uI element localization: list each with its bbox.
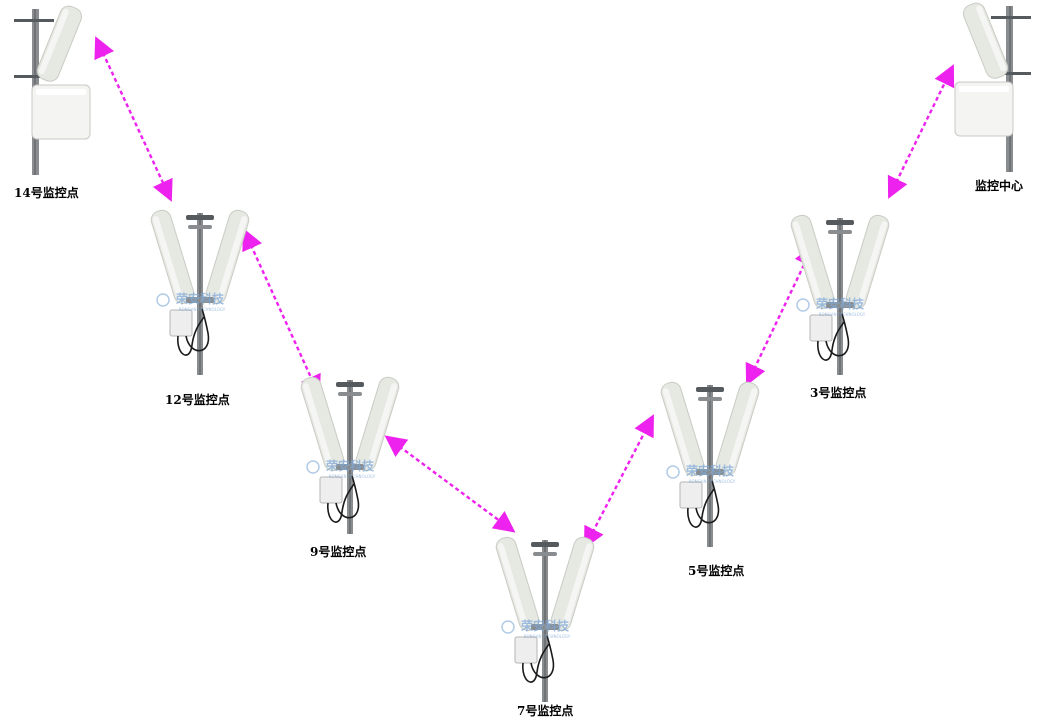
cable	[687, 488, 715, 528]
cable	[185, 308, 210, 352]
device-box	[514, 636, 538, 664]
watermark-sub: RONGAN TECHNOLOGY	[819, 312, 866, 317]
cable	[825, 313, 850, 357]
watermark-logo: 荣安科技	[520, 618, 570, 633]
watermark-logo: 荣安科技	[325, 458, 375, 473]
antenna-left	[150, 209, 195, 305]
antenna-right	[715, 381, 760, 477]
watermark-sub: RONGAN TECHNOLOGY	[329, 474, 376, 479]
panel-box	[954, 81, 1014, 137]
node-label-n7: 7号监控点	[517, 704, 574, 718]
node-graphic	[14, 5, 91, 175]
node-label-n3: 3号监控点	[810, 386, 867, 400]
watermark-icon	[156, 293, 170, 307]
antenna	[962, 2, 1009, 79]
watermark-icon	[306, 460, 320, 474]
device-box	[169, 309, 193, 337]
cable	[530, 635, 555, 679]
antenna-right	[550, 536, 595, 632]
antenna-left	[300, 376, 345, 472]
node-label-center: 监控中心	[975, 179, 1024, 193]
watermark-logo: 荣安科技	[685, 463, 735, 478]
watermark-icon	[666, 465, 680, 479]
antenna-right	[845, 214, 890, 310]
cable	[695, 480, 720, 524]
watermark-logo: 荣安科技	[815, 296, 865, 311]
antenna-left	[660, 381, 705, 477]
watermark-sub: RONGAN TECHNOLOGY	[179, 307, 226, 312]
watermark-icon	[501, 620, 515, 634]
link-n7-n5	[584, 414, 654, 549]
antenna-right	[355, 376, 400, 472]
node-n14	[10, 5, 100, 175]
link-n5-n3	[745, 244, 815, 386]
watermark-sub: RONGAN TECHNOLOGY	[689, 479, 736, 484]
node-label-n12: 12号监控点	[165, 393, 230, 407]
antenna-left	[790, 214, 835, 310]
node-center	[945, 2, 1035, 172]
device-box	[319, 476, 343, 504]
link-n14-n12	[94, 36, 173, 202]
node-label-n14: 14号监控点	[14, 186, 79, 200]
cable	[817, 321, 845, 361]
node-label-n9: 9号监控点	[310, 545, 367, 559]
link-n3-center	[887, 64, 955, 199]
watermark-sub: RONGAN TECHNOLOGY	[524, 634, 571, 639]
antenna-right	[205, 209, 250, 305]
cable	[327, 483, 355, 523]
cable	[522, 643, 550, 683]
antenna-left	[495, 536, 540, 632]
cable	[335, 475, 360, 519]
watermark-icon	[796, 298, 810, 312]
watermark-logo: 荣安科技	[175, 291, 225, 306]
node-graphic	[954, 2, 1031, 172]
device-box	[809, 314, 833, 342]
device-box	[679, 481, 703, 509]
link-n12-n9	[242, 228, 321, 397]
panel-box	[31, 84, 91, 140]
link-n9-n7	[384, 435, 516, 533]
cable	[177, 316, 205, 356]
antenna	[36, 5, 83, 82]
node-label-n5: 5号监控点	[688, 564, 745, 578]
